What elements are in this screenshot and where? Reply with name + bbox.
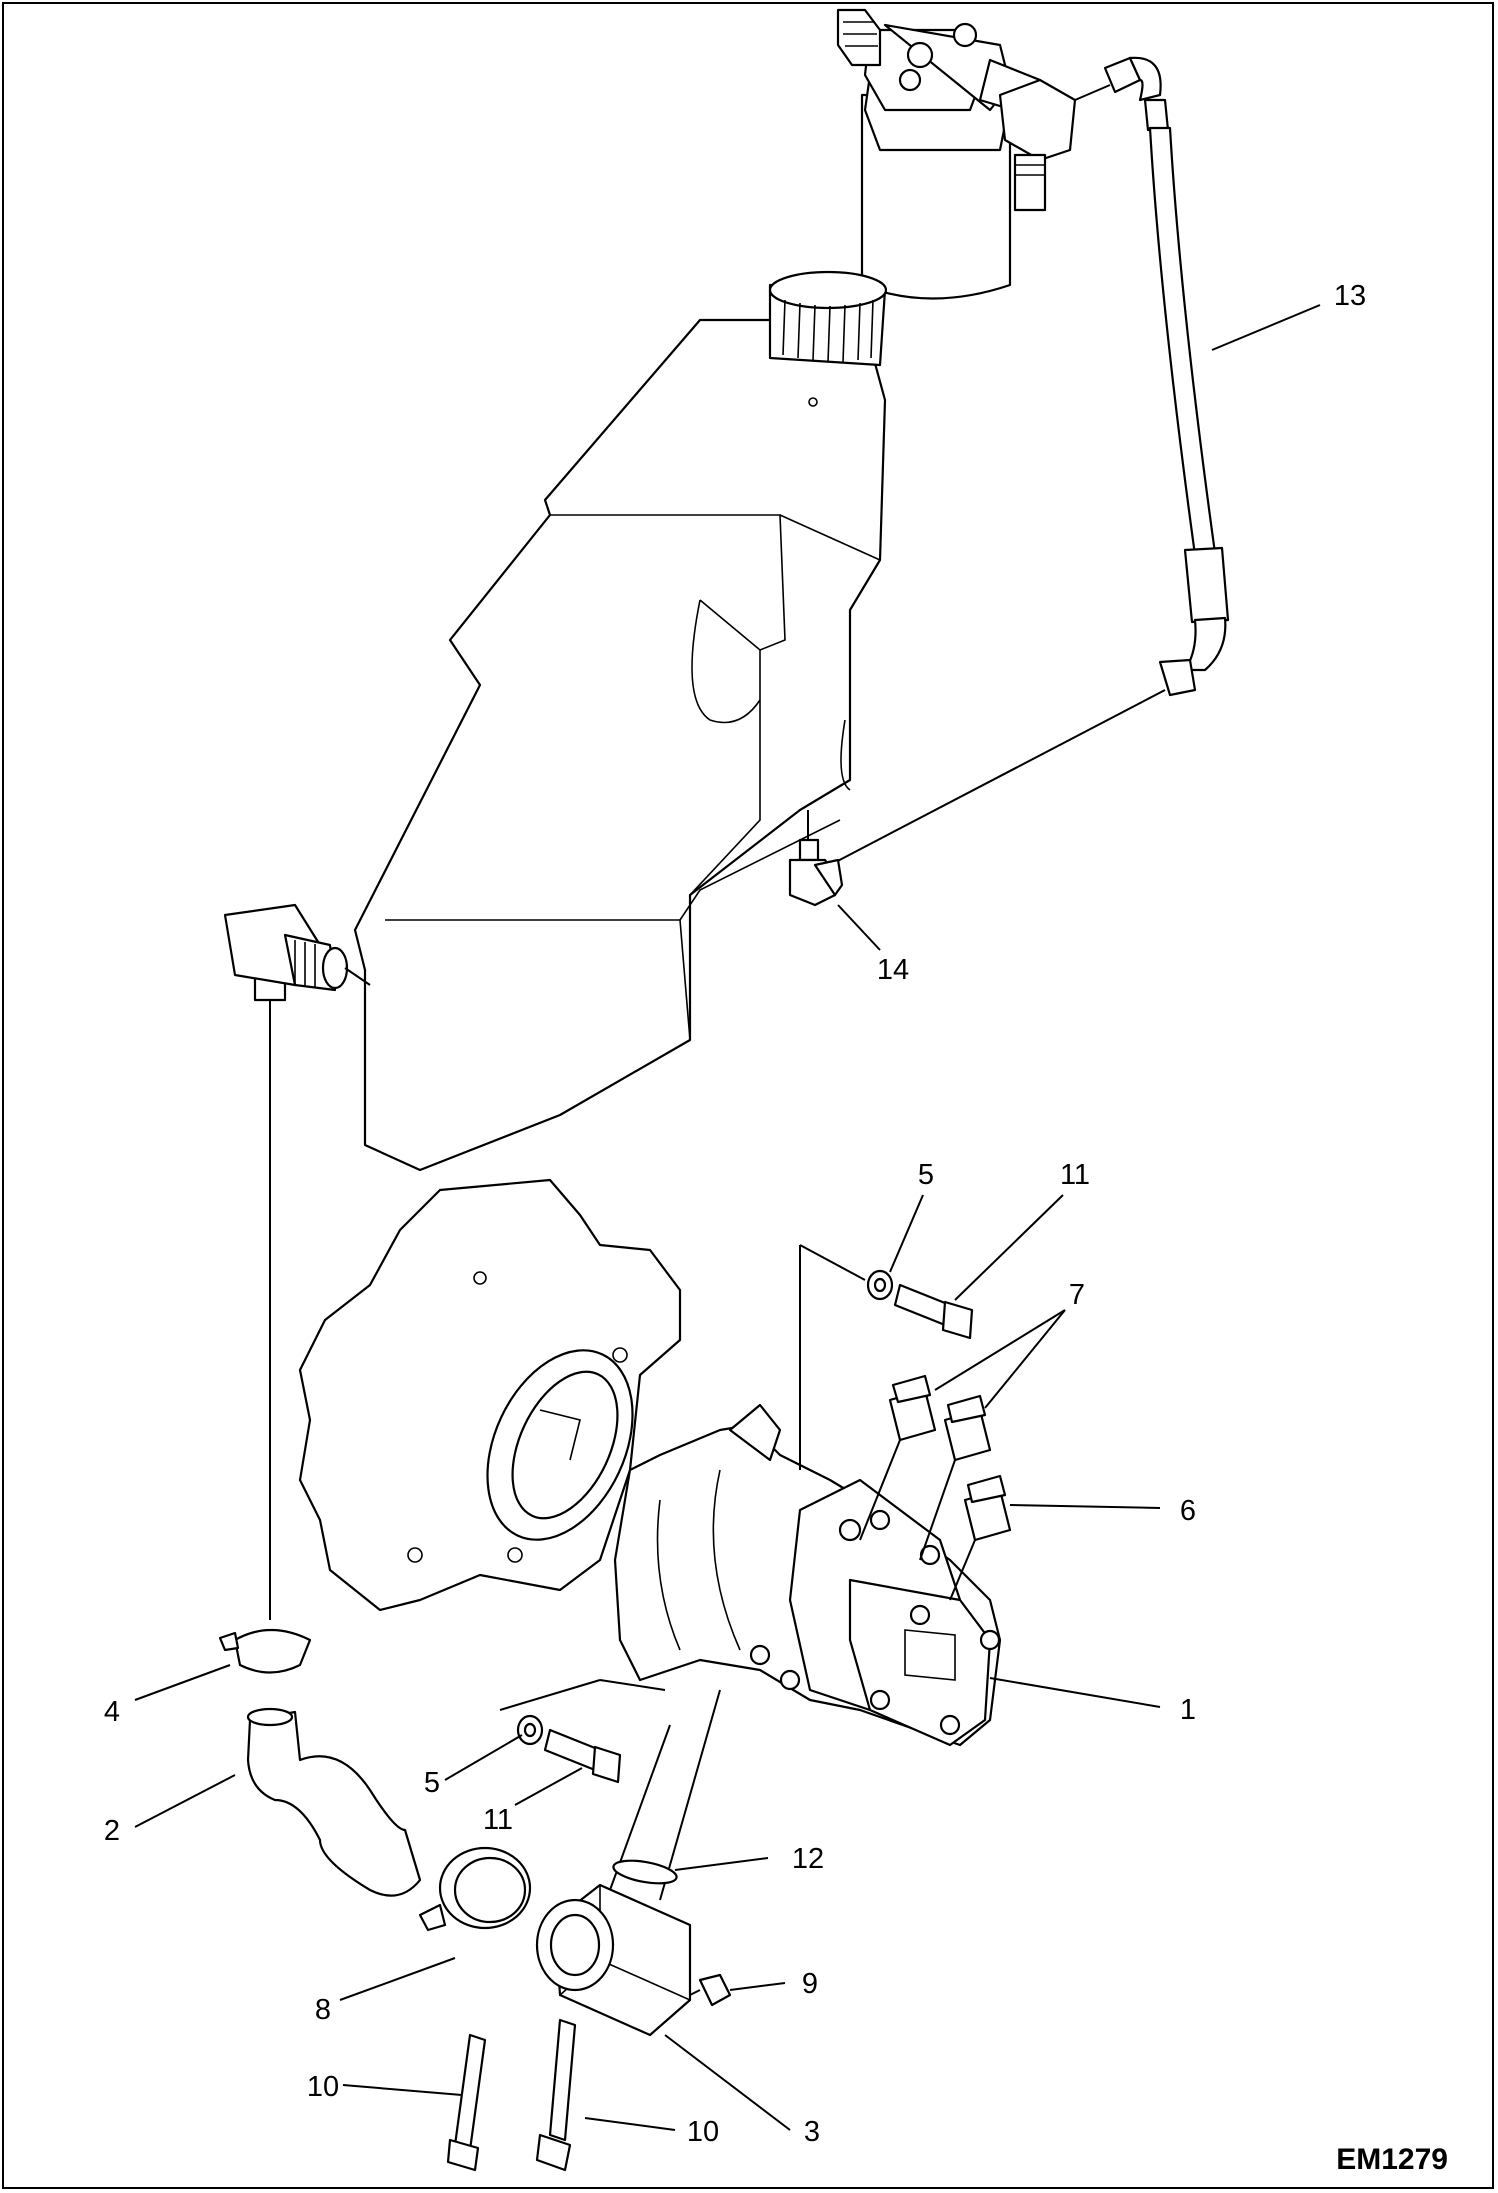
- tee-fitting: [223, 903, 371, 1620]
- callout-2: 2: [104, 1815, 120, 1847]
- mounting-bolts: [446, 2018, 577, 2172]
- washers-and-bolts: [516, 1269, 974, 1784]
- callout-4: 4: [104, 1696, 120, 1728]
- callout-1: 1: [1180, 1694, 1196, 1726]
- callout-10-right: 10: [687, 2116, 719, 2148]
- elbow-fitting: [788, 810, 844, 907]
- pump-adaptor-housing: [298, 1178, 682, 1612]
- callout-13: 13: [1334, 280, 1366, 312]
- fuel-line: [829, 56, 1230, 866]
- callout-6: 6: [1180, 1495, 1196, 1527]
- callout-12: 12: [792, 1843, 824, 1875]
- callout-14: 14: [877, 954, 909, 986]
- hydraulic-pump: [499, 1244, 1002, 1747]
- hydraulic-reservoir: [353, 270, 888, 1172]
- suction-fitting-block: [535, 1689, 732, 2037]
- fuel-filter-assembly: [836, 8, 1077, 300]
- leader-lines: [134, 304, 1321, 2131]
- figure-code: EM1279: [1336, 2143, 1448, 2176]
- callout-9: 9: [802, 1968, 818, 2000]
- pump-fittings: [859, 1374, 1012, 1601]
- callout-7: 7: [1069, 1279, 1085, 1311]
- callout-11-upper: 11: [1060, 1159, 1090, 1191]
- callout-11-lower: 11: [483, 1804, 513, 1836]
- callout-5-lower: 5: [424, 1767, 440, 1799]
- suction-hose: [218, 1628, 532, 1932]
- callout-8: 8: [315, 1994, 331, 2026]
- callout-10-left: 10: [307, 2071, 339, 2103]
- callout-5-upper: 5: [918, 1159, 934, 1191]
- callout-labels: 13 14 5 11 7 6 1 4 2 5 11 12 8 9 10 10 3…: [104, 280, 1448, 2176]
- callout-3: 3: [804, 2116, 820, 2148]
